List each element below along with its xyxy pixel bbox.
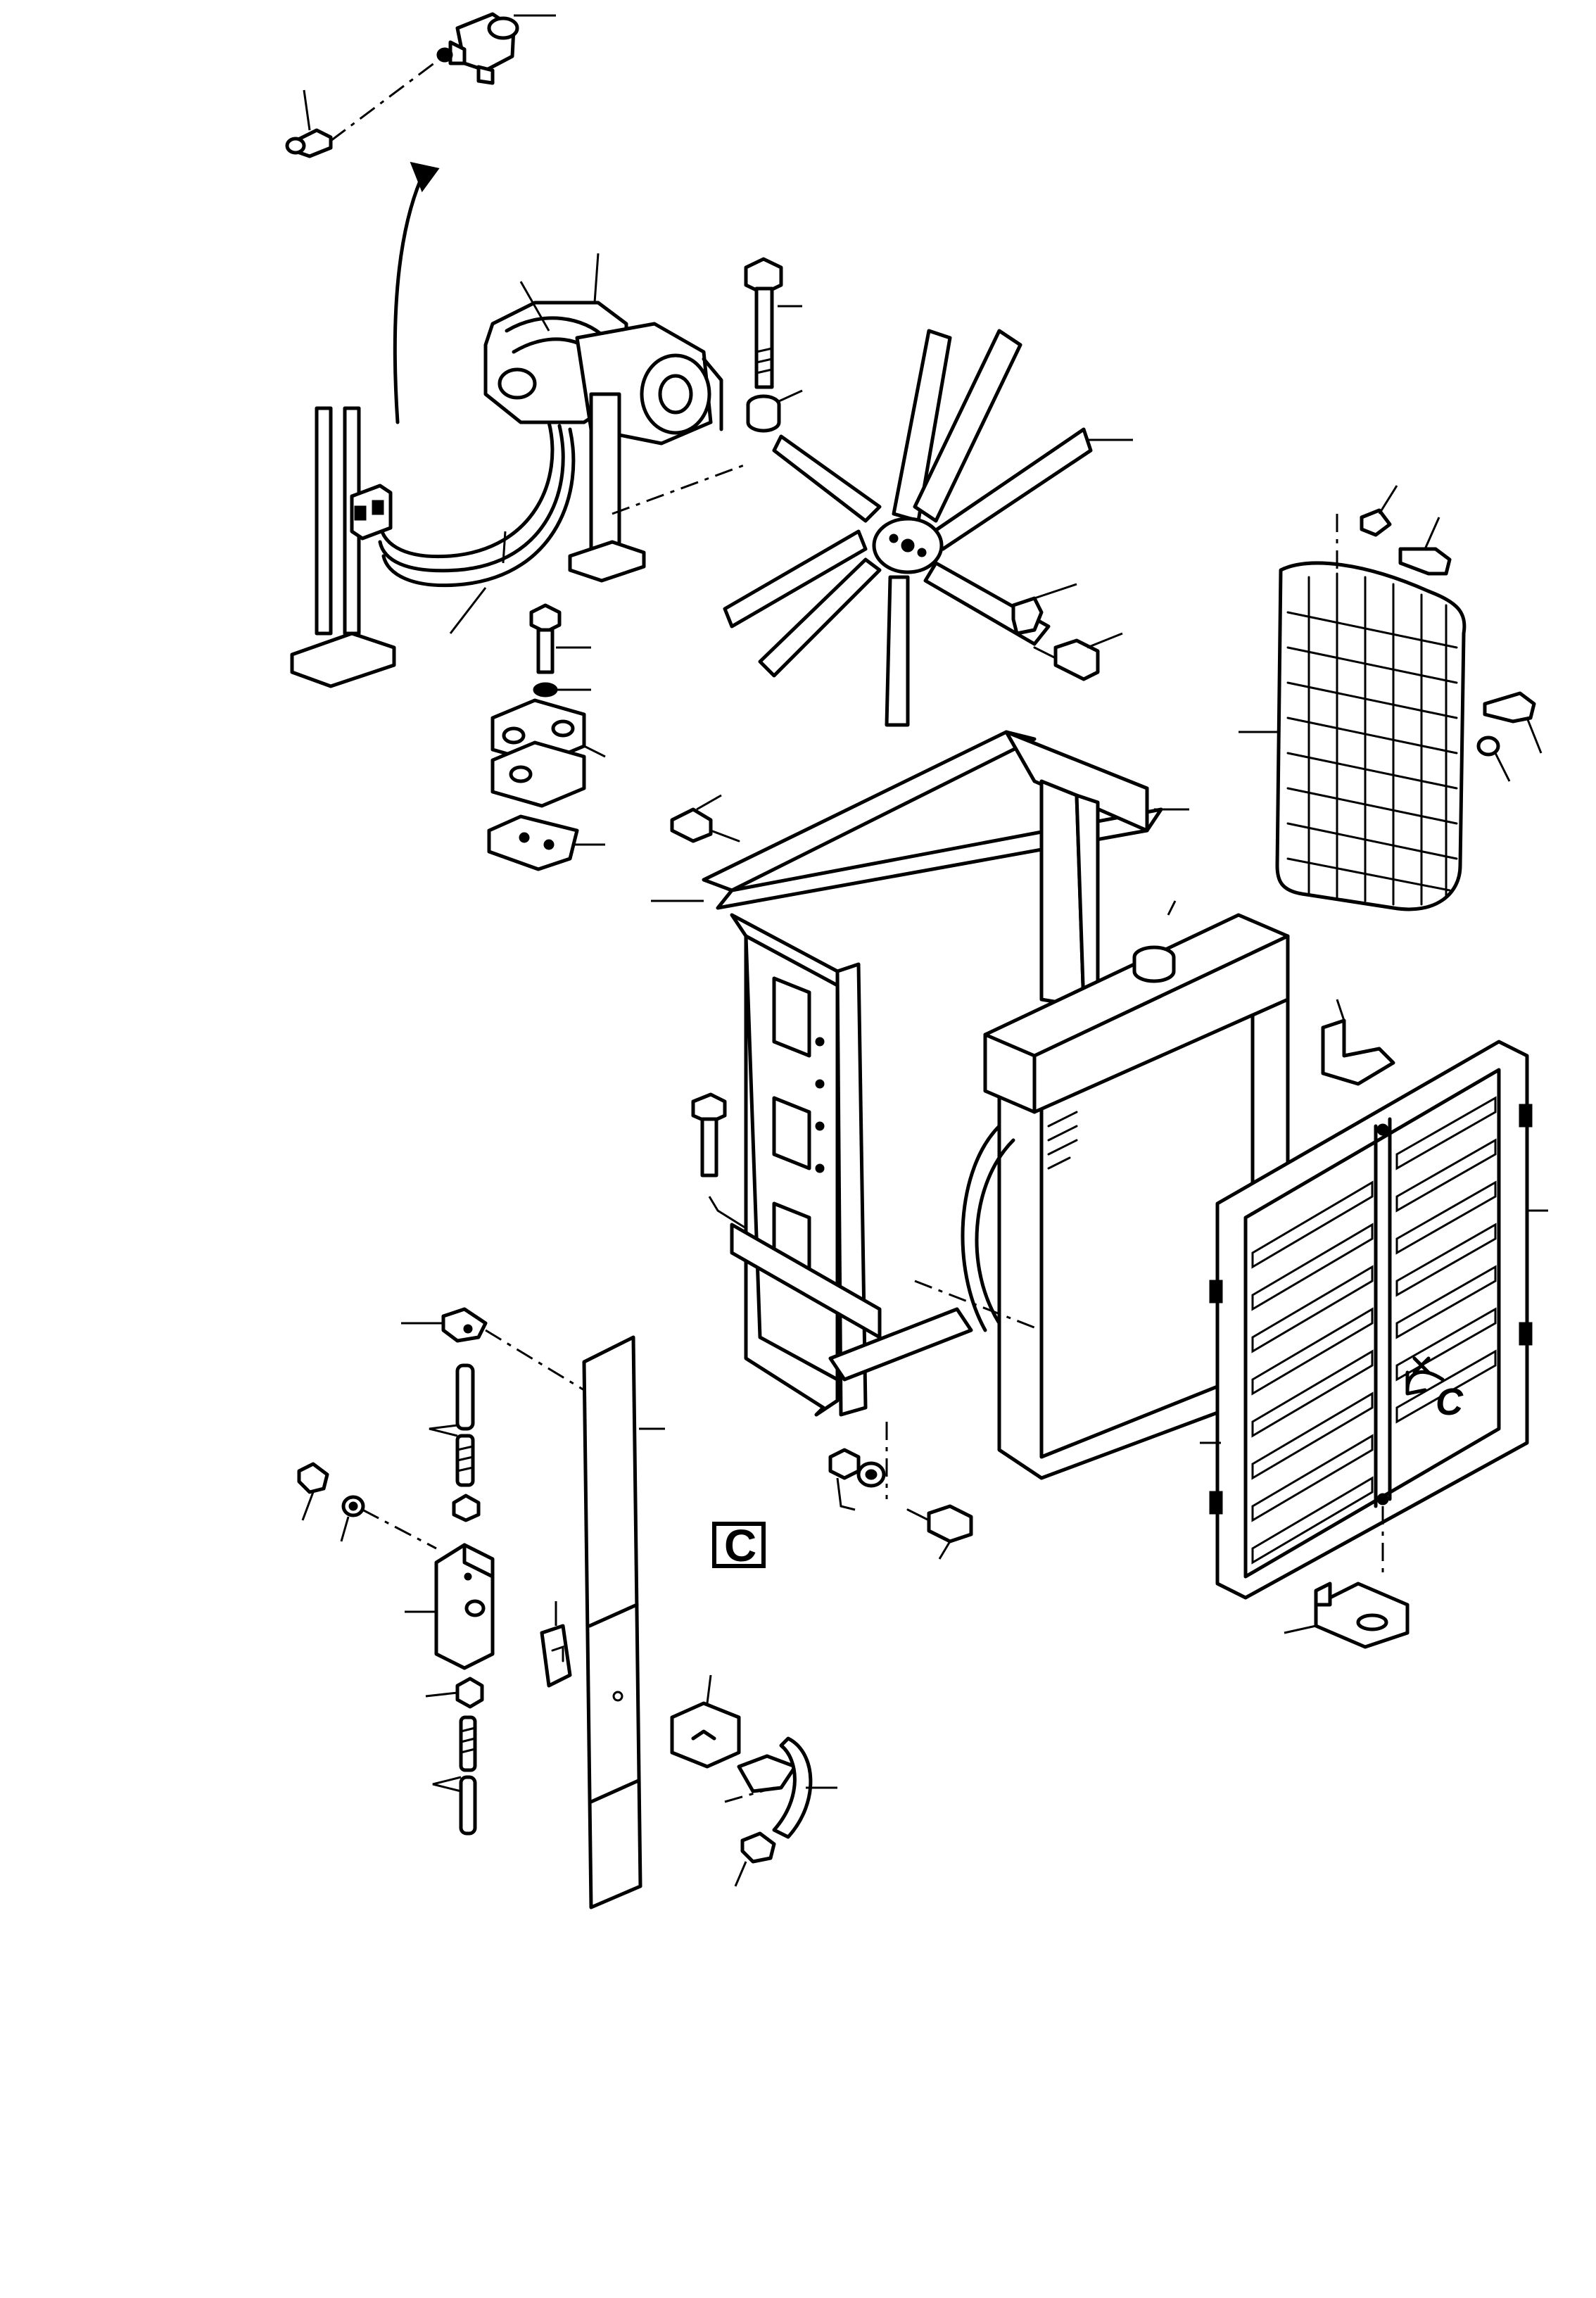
- frame-bolt-side: [691, 1092, 747, 1230]
- radiator-mount-bracket: [1321, 999, 1395, 1086]
- fan-spacer: [746, 389, 803, 433]
- hinge-pin-cap: [401, 1307, 488, 1343]
- left-support-post: [290, 406, 396, 688]
- clamp-plate: [487, 814, 605, 871]
- fan-cap-screw: [1033, 632, 1123, 681]
- alternator-support-post: [568, 392, 646, 583]
- upward-arrow-icon: [393, 161, 440, 424]
- hinge-lower-nut: [425, 1677, 484, 1709]
- latch-handle: [737, 1736, 837, 1839]
- latch-bracket: [670, 1674, 741, 1769]
- hinge-block: [405, 1543, 495, 1670]
- clamp-washer: [533, 682, 591, 697]
- frame-bolt-top: [670, 794, 740, 843]
- hinge-pin: [429, 1363, 475, 1487]
- grille-lower-bracket: [1284, 1582, 1410, 1649]
- elbow-fitting: [436, 12, 556, 85]
- frame-washer: [856, 1461, 886, 1488]
- frame-bolt-lower: [906, 1504, 973, 1560]
- detail-box-label: C: [724, 1520, 756, 1571]
- hinge-screw: [297, 1462, 329, 1521]
- louvre-callout: C: [1405, 1356, 1464, 1423]
- clamp-bolt: [529, 603, 591, 674]
- louvre-callout-label: C: [1436, 1381, 1464, 1423]
- cooling-fan: [723, 329, 1133, 727]
- seal-clip: [540, 1601, 572, 1688]
- fan-bolt: [744, 257, 802, 389]
- latch-screw: [734, 1831, 776, 1887]
- detail-box: C: [712, 1520, 766, 1571]
- grease-nipple: [285, 89, 333, 158]
- guard-bolt-side: [1476, 691, 1543, 782]
- louvre-grille: [1200, 1040, 1548, 1600]
- fan-guard: [1239, 561, 1467, 911]
- wiring-harness: [378, 420, 576, 634]
- hinge-washer: [340, 1495, 365, 1542]
- seal-strip: [582, 1335, 665, 1909]
- hinge-lower-pin: [432, 1715, 477, 1836]
- hose-clamp: [490, 698, 606, 808]
- radiator-frame: [651, 730, 1189, 1417]
- frame-nut: [828, 1448, 861, 1511]
- guard-bolt-top: [1336, 485, 1452, 576]
- fan-washer: [1011, 583, 1077, 636]
- hinge-nut: [452, 1494, 481, 1522]
